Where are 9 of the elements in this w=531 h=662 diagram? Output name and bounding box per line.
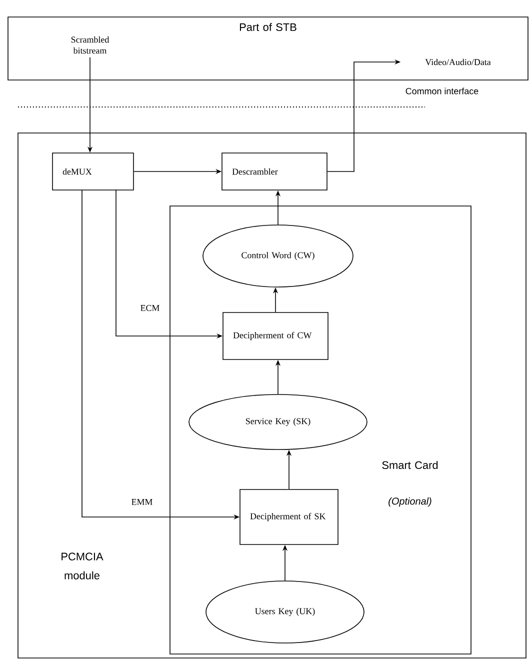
process-box: Decipherment of SK [240,489,338,545]
process-box: Decipherment of CW [222,312,328,360]
interface-label: Common interface [406,88,478,94]
edge-label: EMM [130,498,154,506]
process-box: deMUX [52,152,134,190]
edge-label: ECM [139,304,161,312]
output-label: Video/Audio/Data [425,58,491,66]
input-label: Scrambled bitstream [71,36,110,54]
process-box: Descrambler [222,152,328,190]
